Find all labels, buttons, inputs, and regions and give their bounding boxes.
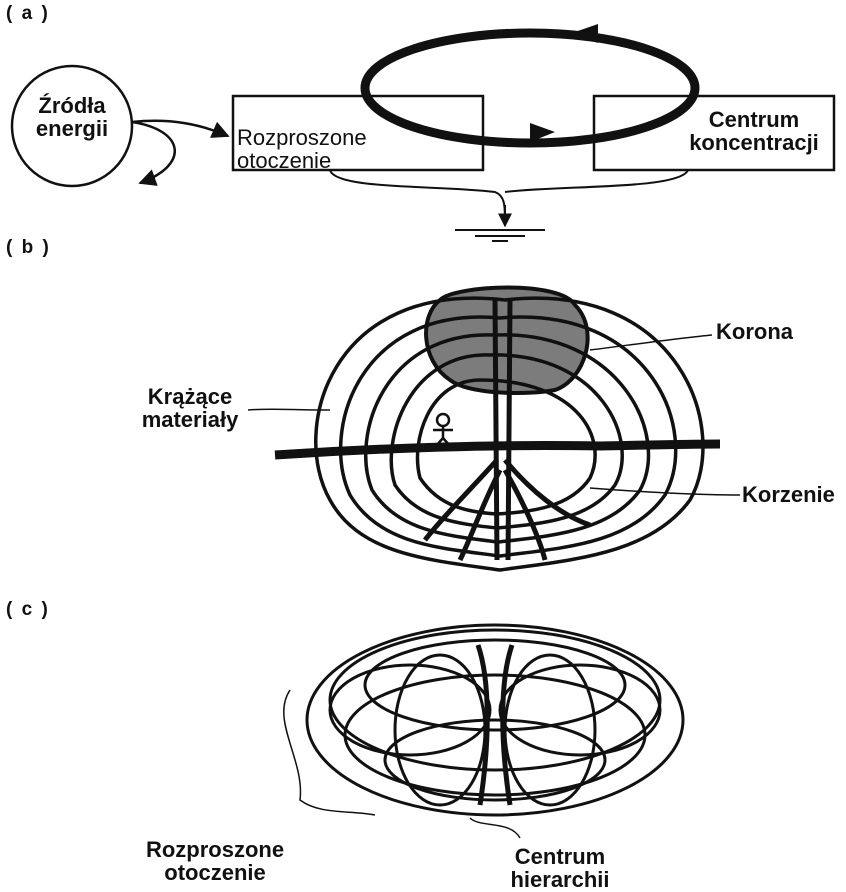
circulation-ring — [338, 315, 678, 558]
label-leader-crown — [589, 334, 713, 351]
torus-latitude — [343, 673, 647, 797]
panel-b-diagram — [247, 285, 741, 572]
diffuse-environment-label: Rozproszone otoczenie — [237, 125, 367, 174]
concentration-center-label: Centrum koncentracji — [689, 107, 819, 156]
heat-sink-lines — [329, 169, 689, 226]
human-figure-head — [435, 412, 451, 428]
label-leader-circulating — [247, 408, 331, 411]
panel-label-a: ( a ) — [6, 3, 50, 24]
roots-label: Korzenie — [742, 482, 835, 507]
label-leader-roots — [589, 487, 741, 496]
torus-center-hole — [475, 644, 515, 806]
circulation-ring — [314, 296, 705, 572]
energy-source-label: Źródła energii — [35, 93, 109, 142]
panel-a-diagram — [10, 24, 836, 242]
panel-label-c: ( c ) — [6, 599, 50, 620]
diffuse-environment-c-label: Rozproszone otoczenie — [145, 837, 285, 886]
tree-roots — [423, 458, 591, 562]
torus-latitude — [383, 718, 607, 802]
loop-arrowhead-top — [572, 24, 598, 43]
hierarchy-center-label: Centrum hierarchii — [510, 844, 610, 892]
circulation-loop — [360, 28, 700, 148]
concentration-center-box — [592, 94, 836, 172]
human-figure-body — [433, 426, 453, 447]
label-leader-center-c — [469, 817, 521, 839]
circulating-materials-label: Krążące materiały — [141, 384, 239, 433]
torus-meridian — [328, 663, 492, 757]
tree-crown — [424, 285, 590, 395]
torus-outline — [305, 623, 685, 817]
energy-source-circle — [10, 64, 134, 188]
torus-latitude — [363, 638, 627, 732]
torus-meridian — [498, 663, 662, 757]
label-leader-diffuse-c — [283, 689, 376, 816]
panel-c-diagram — [283, 623, 685, 839]
loop-arrowhead-bottom — [530, 123, 555, 142]
energy-flow-arrow — [131, 119, 230, 138]
panel-label-b: ( b ) — [6, 237, 51, 258]
circulation-ring — [415, 378, 597, 516]
diffuse-environment-box — [231, 94, 485, 172]
energy-loss-arrow — [131, 120, 176, 186]
torus-latitude — [328, 628, 662, 772]
ground-surface — [274, 439, 721, 460]
crown-label: Korona — [716, 319, 793, 344]
